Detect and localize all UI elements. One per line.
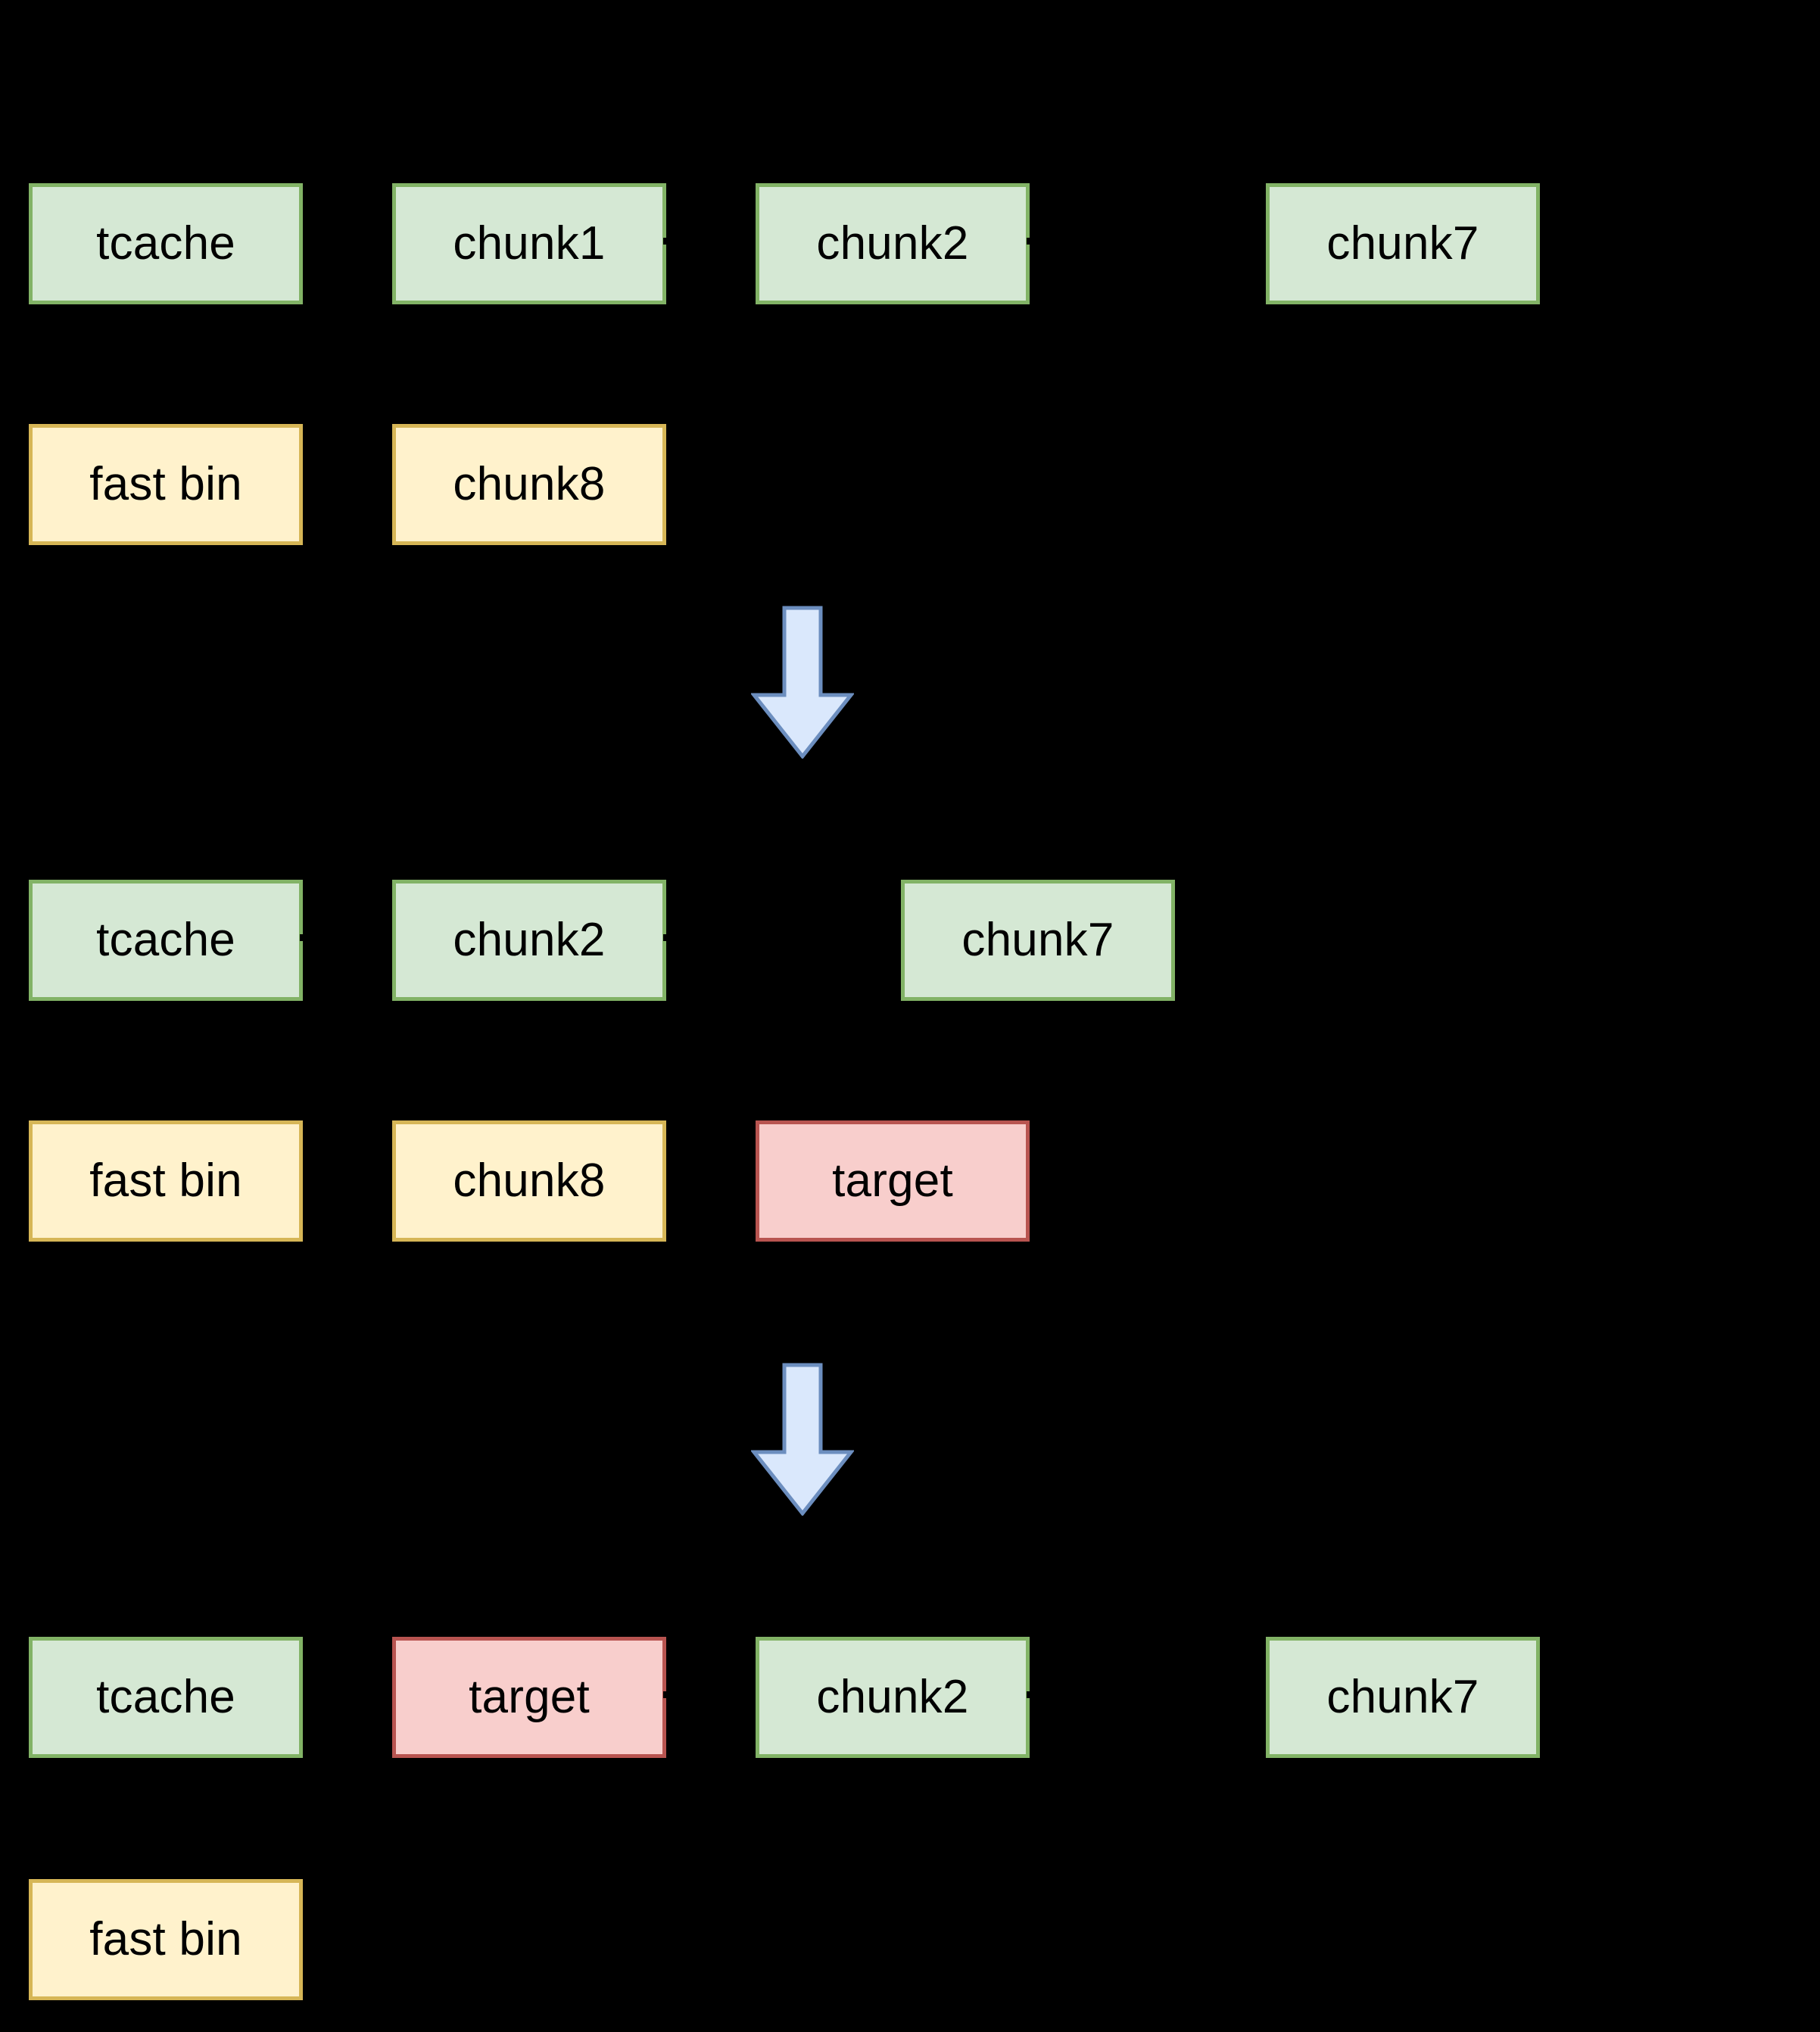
node-label: chunk1 [453, 217, 606, 270]
down-arrow-icon [751, 1363, 854, 1516]
conn-s3-target-chunk2 [663, 1691, 677, 1698]
node-s3-fastbin[interactable]: fast bin [29, 1879, 303, 2000]
node-s3-target[interactable]: target [392, 1637, 666, 1758]
conn-s1-chunk1-chunk2 [663, 238, 677, 245]
node-label: chunk2 [816, 217, 969, 270]
node-s1-fastbin[interactable]: fast bin [29, 424, 303, 545]
node-label: chunk8 [453, 1155, 606, 1207]
node-label: chunk7 [1326, 217, 1479, 270]
node-label: chunk2 [453, 914, 606, 966]
node-label: fast bin [89, 1155, 242, 1207]
node-s3-tcache[interactable]: tcache [29, 1637, 303, 1758]
node-label: target [469, 1671, 590, 1723]
conn-s2-chunk2-chunk7 [663, 934, 677, 941]
node-label: tcache [96, 1671, 235, 1723]
node-label: fast bin [89, 458, 242, 510]
node-label: tcache [96, 217, 235, 270]
node-s2-target[interactable]: target [756, 1120, 1030, 1242]
down-arrow-icon [751, 606, 854, 759]
conn-s1-chunk2-chunk7 [1027, 238, 1040, 245]
node-label: tcache [96, 914, 235, 966]
conn-s3-chunk2-chunk7 [1027, 1691, 1040, 1698]
node-label: chunk7 [1326, 1671, 1479, 1723]
node-s1-chunk2[interactable]: chunk2 [756, 183, 1030, 304]
node-s1-chunk1[interactable]: chunk1 [392, 183, 666, 304]
node-label: chunk7 [961, 914, 1114, 966]
node-s2-fastbin[interactable]: fast bin [29, 1120, 303, 1242]
node-s2-chunk2[interactable]: chunk2 [392, 880, 666, 1001]
node-s3-chunk7[interactable]: chunk7 [1266, 1637, 1540, 1758]
arrow-stage2-to-stage3 [751, 1363, 854, 1516]
node-label: chunk8 [453, 458, 606, 510]
node-s2-chunk8[interactable]: chunk8 [392, 1120, 666, 1242]
node-label: chunk2 [816, 1671, 969, 1723]
node-s2-chunk7[interactable]: chunk7 [901, 880, 1175, 1001]
node-label: target [832, 1155, 953, 1207]
node-s2-tcache[interactable]: tcache [29, 880, 303, 1001]
conn-s2-tcache-chunk2 [300, 934, 313, 941]
arrow-stage1-to-stage2 [751, 606, 854, 759]
node-s1-tcache[interactable]: tcache [29, 183, 303, 304]
node-s1-chunk8[interactable]: chunk8 [392, 424, 666, 545]
node-s1-chunk7[interactable]: chunk7 [1266, 183, 1540, 304]
node-label: fast bin [89, 1913, 242, 1965]
node-s3-chunk2[interactable]: chunk2 [756, 1637, 1030, 1758]
